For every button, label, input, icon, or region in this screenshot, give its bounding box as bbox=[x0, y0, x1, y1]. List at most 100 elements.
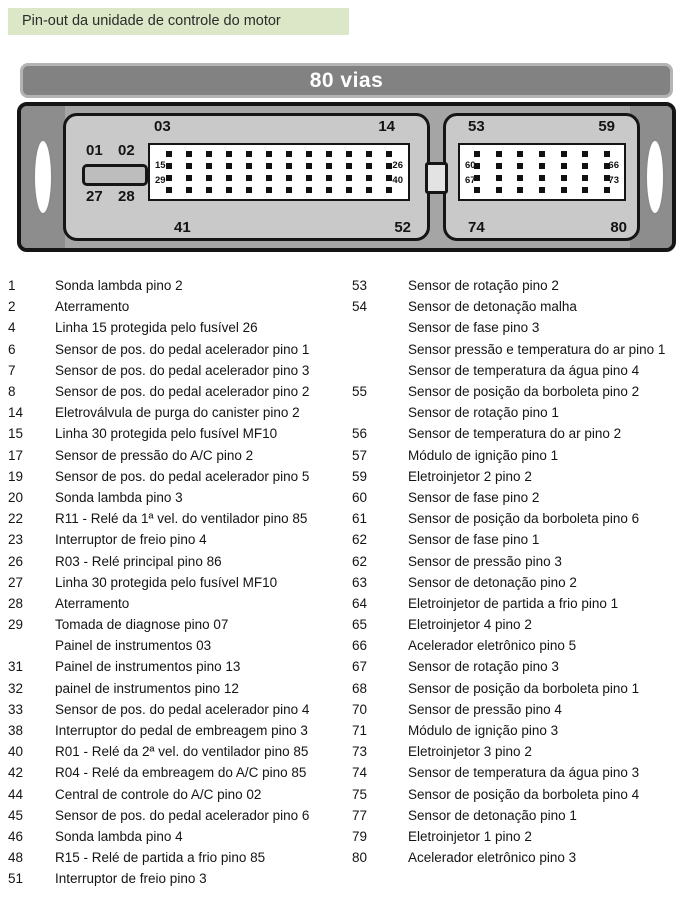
pin-description: Sensor de posição da borboleta pino 6 bbox=[408, 511, 640, 527]
pin-row: 80 Acelerador eletrônico pino 3 bbox=[352, 847, 692, 868]
pin-description: painel de instrumentos pino 12 bbox=[55, 680, 239, 696]
connector-pin bbox=[517, 187, 524, 193]
connector-pin bbox=[560, 175, 567, 181]
pin-row: 32 painel de instrumentos pino 12 bbox=[8, 678, 352, 699]
pin-number: 44 bbox=[8, 786, 24, 802]
connector-pin bbox=[186, 163, 192, 169]
pin-label-26: 26 bbox=[392, 160, 403, 171]
connector-pin bbox=[346, 175, 352, 181]
pin-description: Sensor de fase pino 1 bbox=[408, 532, 540, 548]
pin-grid-row bbox=[460, 172, 624, 184]
connector-a-housing: 03 14 41 52 01 02 27 28 15 26 29 40 bbox=[63, 113, 430, 241]
connector-pin bbox=[166, 151, 172, 157]
connector-pin bbox=[246, 163, 252, 169]
pin-number: 40 bbox=[8, 744, 24, 760]
pin-number: 29 bbox=[8, 617, 24, 633]
pin-label-02: 02 bbox=[118, 142, 135, 159]
connector-pin bbox=[517, 151, 524, 157]
manual-page: Pin-out da unidade de controle do motor … bbox=[0, 8, 692, 889]
connector-pin bbox=[206, 163, 212, 169]
pin-number: 38 bbox=[8, 723, 24, 739]
connector-pin bbox=[538, 151, 545, 157]
pin-field-b: 60 66 67 73 bbox=[458, 143, 626, 201]
connector-pin bbox=[474, 175, 480, 181]
pin-number: 80 bbox=[352, 850, 368, 866]
pin-number: 60 bbox=[352, 489, 368, 505]
pin-description: Sensor de pos. do pedal acelerador pino … bbox=[55, 384, 310, 400]
pin-number: 32 bbox=[8, 680, 24, 696]
pin-number: 46 bbox=[8, 828, 24, 844]
pin-label-03: 03 bbox=[154, 118, 171, 135]
pin-description: Sensor de pos. do pedal acelerador pino … bbox=[55, 807, 310, 823]
pin-description: Sensor de rotação pino 3 bbox=[408, 659, 559, 675]
connector-pin bbox=[206, 187, 212, 193]
pin-number: 22 bbox=[8, 511, 24, 527]
connector-pin bbox=[226, 175, 232, 181]
connector-pin bbox=[246, 187, 252, 193]
connector-pin bbox=[186, 151, 192, 157]
pin-number: 4 bbox=[8, 320, 16, 336]
connector-pin bbox=[206, 175, 212, 181]
pin-row: 8 Sensor de pos. do pedal acelerador pino… bbox=[8, 381, 352, 402]
connector-pin bbox=[474, 163, 480, 169]
pin-number: 67 bbox=[352, 659, 368, 675]
pin-row: 26 R03 - Relé principal pino 86 bbox=[8, 550, 352, 571]
connector-ways-label: 80 vias bbox=[309, 68, 384, 92]
pin-description: Sensor de pressão pino 4 bbox=[408, 701, 562, 717]
pin-number: 26 bbox=[8, 553, 24, 569]
connector-pin bbox=[326, 151, 332, 157]
connector-pin bbox=[386, 175, 392, 181]
pin-description: Sensor de detonação pino 2 bbox=[408, 574, 577, 590]
connector-pin bbox=[538, 187, 545, 193]
pin-description: R03 - Relé principal pino 86 bbox=[55, 553, 222, 569]
pin-description: Sensor de rotação pino 1 bbox=[408, 405, 559, 421]
pin-label-59: 59 bbox=[598, 118, 615, 135]
connector-pin bbox=[346, 163, 352, 169]
pin-description: Acelerador eletrônico pino 3 bbox=[408, 850, 577, 866]
pin-number: 31 bbox=[8, 659, 24, 675]
connector-pin bbox=[346, 187, 352, 193]
connector-pin bbox=[495, 163, 502, 169]
pin-description: Sensor de pressão pino 3 bbox=[408, 553, 562, 569]
connector-pin bbox=[186, 187, 192, 193]
pin-number: 8 bbox=[8, 384, 16, 400]
pin-number: 17 bbox=[8, 447, 24, 463]
pin-field-a: 15 26 29 40 bbox=[148, 143, 410, 201]
pin-description: Sensor de posição da borboleta pino 4 bbox=[408, 786, 640, 802]
connector-pin bbox=[166, 163, 172, 169]
pin-label-73: 73 bbox=[608, 175, 619, 186]
pin-description: R11 - Relé da 1ª vel. do ventilador pino… bbox=[55, 511, 308, 527]
pin-description: Eletroinjetor 4 pino 2 bbox=[408, 617, 532, 633]
pin-row: Sensor de fase pino 3 bbox=[352, 317, 692, 338]
pin-description: Acelerador eletrônico pino 5 bbox=[408, 638, 577, 654]
pin-description: Eletroinjetor 2 pino 2 bbox=[408, 468, 532, 484]
connector-pin bbox=[226, 187, 232, 193]
mounting-hole-left bbox=[33, 139, 53, 215]
connector-pin bbox=[266, 151, 272, 157]
connector-pin bbox=[366, 163, 372, 169]
pin-number: 65 bbox=[352, 617, 368, 633]
connector-pin bbox=[366, 175, 372, 181]
pin-description: Tomada de diagnose pino 07 bbox=[55, 617, 229, 633]
connector-pin bbox=[495, 151, 502, 157]
pin-description: Sonda lambda pino 4 bbox=[55, 828, 183, 844]
connector-pin bbox=[603, 187, 610, 193]
pin-grid-row bbox=[150, 160, 408, 172]
